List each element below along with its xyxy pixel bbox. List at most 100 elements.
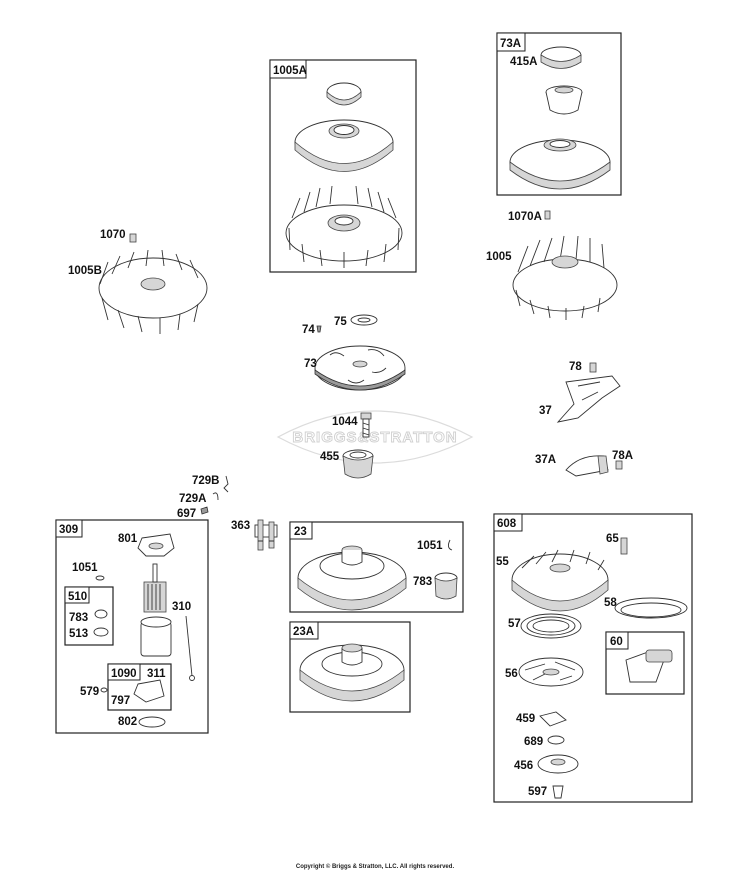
pawl-459-part xyxy=(539,711,567,727)
label-75: 75 xyxy=(334,316,347,328)
screw-1070A-part xyxy=(544,210,551,220)
label-78: 78 xyxy=(569,361,582,373)
rotating-screen-insert-part xyxy=(540,46,582,69)
label-311: 311 xyxy=(147,668,166,680)
nut-513-part xyxy=(93,627,109,637)
label-65: 65 xyxy=(606,533,619,545)
group-box-1005A: 1005A xyxy=(269,59,417,273)
label-1005: 1005 xyxy=(486,251,512,263)
label-689: 689 xyxy=(524,736,543,748)
plate-802-part xyxy=(138,716,166,728)
label-802: 802 xyxy=(118,716,137,728)
flywheel-fan-part-1005 xyxy=(512,235,618,320)
label-37: 37 xyxy=(539,405,552,417)
screw-78-part xyxy=(589,362,597,373)
screen-hub-part xyxy=(545,85,583,115)
group-label-1090: 1090 xyxy=(111,668,137,680)
label-1051-right: 1051 xyxy=(417,540,443,552)
rotating-screen-part xyxy=(509,138,611,190)
watermark-text: BRIGGS&STRATTON xyxy=(292,429,457,446)
spring-57-part xyxy=(520,613,582,639)
copyright-notice: Copyright © Briggs & Stratton, LLC. All … xyxy=(295,864,455,870)
screw-579-part xyxy=(100,687,108,693)
label-459: 459 xyxy=(516,713,535,725)
washer-1051-right-part xyxy=(447,539,453,551)
label-1070A: 1070A xyxy=(508,211,542,223)
bolt-1044-part xyxy=(360,412,372,438)
brand-watermark: BRIGGS&STRATTON xyxy=(276,410,474,464)
group-box-73A: 73A xyxy=(496,32,622,196)
flywheel-fan-part-1005A xyxy=(285,185,403,268)
gear-783-right-part xyxy=(434,572,458,600)
fan-cap-part xyxy=(326,82,362,106)
group-label-510: 510 xyxy=(68,591,87,603)
label-363: 363 xyxy=(231,520,250,532)
label-513: 513 xyxy=(69,628,88,640)
label-37A: 37A xyxy=(535,454,556,466)
fan-plate-73-part xyxy=(314,345,406,391)
group-box-23A: 23A xyxy=(289,621,411,713)
washer-1051-left-part xyxy=(95,575,105,581)
label-783-right: 783 xyxy=(413,576,432,588)
label-73: 73 xyxy=(304,358,317,370)
flywheel-23-part xyxy=(297,545,407,611)
part-labels: 415A 1070A 1005 1070 1005B 75 74 73 78 3… xyxy=(68,56,633,798)
group-label-1005A: 1005A xyxy=(273,65,307,77)
label-729A: 729A xyxy=(179,493,207,505)
armature-part xyxy=(143,563,167,613)
starter-end-cap-801-part xyxy=(137,533,175,557)
starter-handle-60-part xyxy=(625,649,673,683)
group-label-608: 608 xyxy=(497,518,517,530)
screw-1070-part xyxy=(129,233,137,243)
group-label-60: 60 xyxy=(610,636,623,648)
label-597: 597 xyxy=(528,786,547,798)
washer-75-part xyxy=(350,314,378,326)
gear-783-left-part xyxy=(94,609,108,619)
pulley-56-part xyxy=(518,657,584,687)
group-label-23: 23 xyxy=(294,526,307,538)
through-bolt-310-part xyxy=(185,615,195,681)
nut-455-part xyxy=(342,449,374,479)
label-783-left: 783 xyxy=(69,612,88,624)
clip-729A-part xyxy=(212,492,219,501)
retainer-456-part xyxy=(537,754,579,774)
key-74-part xyxy=(316,325,322,333)
label-797: 797 xyxy=(111,695,130,707)
flywheel-fan-part-1005B xyxy=(98,249,208,334)
label-78A: 78A xyxy=(612,450,633,462)
flywheel-23A-part xyxy=(299,643,405,702)
brush-assembly-797-part xyxy=(133,679,165,703)
group-box-60: 60 xyxy=(605,631,685,695)
group-box-510: 510 xyxy=(64,586,114,646)
label-455: 455 xyxy=(320,451,340,463)
label-57: 57 xyxy=(508,618,521,630)
label-801: 801 xyxy=(118,533,138,545)
label-58: 58 xyxy=(604,597,617,609)
label-1070: 1070 xyxy=(100,229,126,241)
spring-729B-part xyxy=(223,475,229,493)
label-729B: 729B xyxy=(192,475,220,487)
label-74: 74 xyxy=(302,324,315,336)
bracket-363-part xyxy=(254,519,278,551)
screw-65-part xyxy=(620,537,628,555)
label-310: 310 xyxy=(172,601,191,613)
label-456: 456 xyxy=(514,760,533,772)
starter-housing-part xyxy=(140,616,172,657)
group-box-309: 309 xyxy=(55,519,209,734)
rope-58-part xyxy=(614,597,688,619)
group-label-23A: 23A xyxy=(293,626,314,638)
label-1051-left: 1051 xyxy=(72,562,98,574)
spring-689-part xyxy=(547,735,565,745)
label-697: 697 xyxy=(177,508,196,520)
screw-78A-part xyxy=(615,460,623,470)
fan-cover-part xyxy=(294,119,394,172)
starter-housing-55-part xyxy=(511,549,609,612)
label-415A: 415A xyxy=(510,56,538,68)
group-box-23: 23 xyxy=(289,521,464,613)
label-579: 579 xyxy=(80,686,99,698)
label-1005B: 1005B xyxy=(68,265,102,277)
air-guide-37A-part xyxy=(565,455,609,477)
group-label-73A: 73A xyxy=(500,38,521,50)
label-55: 55 xyxy=(496,556,509,568)
